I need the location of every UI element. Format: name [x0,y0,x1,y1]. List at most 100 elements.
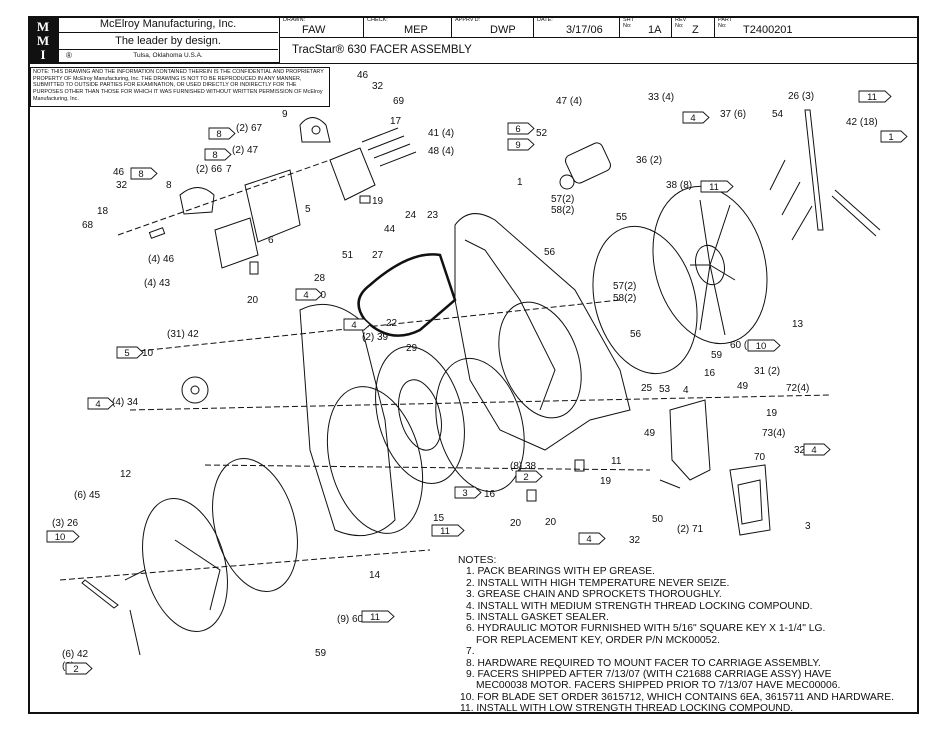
note-flag: 2 [515,470,543,483]
part-callout: 25 [641,383,653,394]
company-logo: M M I [28,16,59,63]
note-flag-shape [454,486,482,499]
blade-strip-lower-left [81,579,119,609]
part-callout: 20 [247,295,259,306]
note-flag-shape [515,470,543,483]
assembly-axis-line [59,159,831,581]
part-callout: 57(2) [613,281,636,292]
part-callout: (4) 34 [112,397,139,408]
facer-plate-part-12 [142,498,228,632]
part-callout: 73(4) [762,428,785,439]
note-flag: 11 [858,90,892,103]
part-callout: (2) 67 [236,123,263,134]
part-callout: 7 [226,164,232,175]
blade-strip-part-42 [831,189,881,237]
part-callout: 47 (4) [556,96,582,107]
part-callout: (2) 39 [362,332,389,343]
parts-linework [59,109,881,656]
note-flag-shape [87,397,115,410]
note-flag-shape [65,662,93,675]
part-callout: 17 [390,116,402,127]
note-line: 7. [466,646,475,658]
part-callout: 49 [737,381,749,392]
note-flag: 10 [46,530,80,543]
part-callout: 49 [644,428,656,439]
note-flag-number: 10 [55,532,66,543]
note-flag-shape [578,532,606,545]
part-callout: 19 [600,476,612,487]
drive-chain-part-27 [357,253,457,337]
note-flag-shape [204,148,232,161]
note-flag: 8 [208,127,236,140]
spacer-part-20b [526,489,537,502]
part-callout: 32 [116,180,128,191]
note-flag-number: 4 [95,399,100,410]
note-line: 3. GREASE CHAIN AND SPROCKETS THOROUGHLY… [466,589,722,601]
part-callout: 31 (2) [754,366,780,377]
part-callout: (9) 60 [337,614,364,625]
part-callout: 52 [536,128,548,139]
rotor-spokes [690,199,736,336]
part-callout: (4) 43 [144,278,171,289]
note-flag-shape [803,443,831,456]
note-flag: 9 [507,138,535,151]
note-flag-shape [116,346,144,359]
part-callout: 37 (6) [720,109,746,120]
company-location: Tulsa, Oklahoma U.S.A. [133,52,203,59]
blade-strip-part-26 [804,109,824,231]
part-callout: 20 [510,518,522,529]
part-callout: 18 [97,206,109,217]
part-callout: 9 [282,109,288,120]
pin-part-50 [659,479,681,489]
note-line: 9. FACERS SHIPPED AFTER 7/13/07 (WITH C2… [466,669,832,681]
note-flag: 1 [880,130,908,143]
part-callout: (2) 47 [232,145,259,156]
frame-opening [498,301,582,419]
bracket-part-8 [179,187,215,215]
note-flag: 4 [578,532,606,545]
part-callout: 70 [754,452,766,463]
confidential-notice: NOTE: THIS DRAWING AND THE INFORMATION C… [30,67,330,107]
part-callout: 59 [315,648,327,659]
note-flag-number: 4 [690,113,695,124]
note-flag: 4 [87,397,115,410]
part-callout: (2) 71 [677,524,704,535]
part-callout: 4 [683,385,689,396]
rev-number: Z [692,24,699,36]
note-flag: 3 [454,486,482,499]
drawn-cell: DRAWN: FAW [280,16,364,38]
date-cell: DATE: 3/17/06 [534,16,620,38]
note-flag-number: 9 [515,140,520,151]
hub-center [190,385,200,395]
part-callout: 41 (4) [428,128,454,139]
facer-ring-part-14 [212,458,298,592]
rotor-disc-hub [695,244,725,286]
mmi-logo-mark: M M I [28,16,58,63]
confidential-text: NOTE: THIS DRAWING AND THE INFORMATION C… [33,69,324,102]
note-flag-shape [507,122,535,135]
notes-block: NOTES:1. PACK BEARINGS WITH EP GREASE.2.… [458,555,928,715]
main-frame-inner [464,239,556,411]
note-flag-number: 8 [212,150,217,161]
part-callout: (4) 46 [148,254,175,265]
bracket-part-7 [244,169,301,243]
part-callout: (6) 45 [74,490,101,501]
rev-cell: REV No: Z [672,16,715,38]
note-flag-number: 11 [370,612,380,623]
ring-part-16 [435,357,525,493]
carriage-plate-part-3 [729,464,771,536]
note-flag-shape [130,167,158,180]
part-callout: 56 [544,247,556,258]
part-callout: 12 [120,469,132,480]
note-flag: 8 [130,167,158,180]
notes-heading: NOTES: [458,555,497,566]
note-flag: 8 [204,148,232,161]
note-flag-number: 1 [888,132,893,143]
note-flag-number: 6 [515,124,520,135]
approved-cell: APPRV'D: DWP [452,16,534,38]
drawing-sheet-border [28,16,919,714]
part-callout: 56 [630,329,642,340]
part-callout: 23 [427,210,439,221]
part-callout: 26 (3) [788,91,814,102]
